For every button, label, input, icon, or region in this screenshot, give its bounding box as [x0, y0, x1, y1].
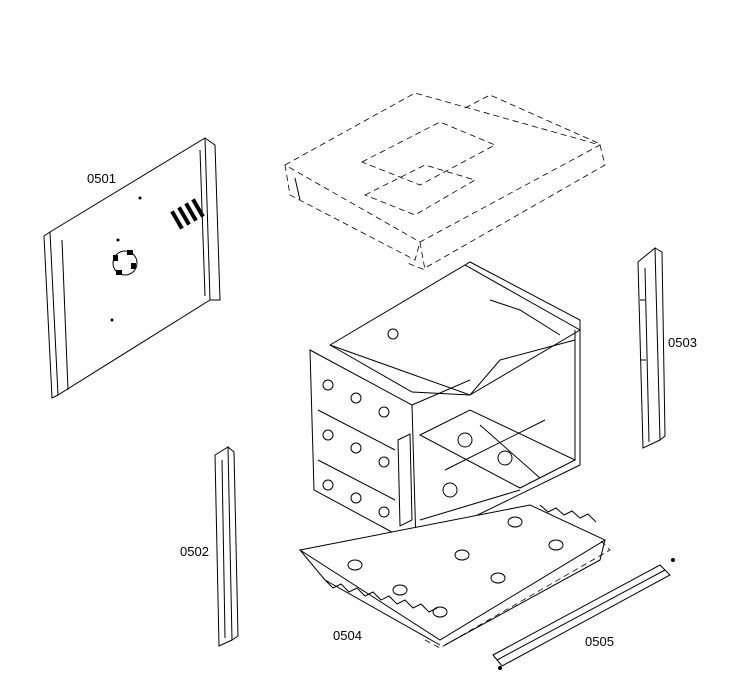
front-rivets — [322, 379, 390, 518]
front-strip-right-drawing — [637, 246, 666, 449]
tray-burner-cups — [347, 516, 564, 618]
label-0503: 0503 — [668, 335, 697, 350]
label-0501: 0501 — [87, 171, 116, 186]
label-0502: 0502 — [180, 544, 209, 559]
oven-frame — [309, 261, 581, 548]
front-trim-bar-drawing — [424, 539, 675, 670]
label-0505: 0505 — [585, 634, 614, 649]
label-0504: 0504 — [333, 628, 362, 643]
vent-slots — [170, 198, 205, 230]
top-cover-panel — [284, 92, 606, 271]
front-strip-left-drawing — [214, 446, 239, 647]
bottom-tray-drawing — [298, 504, 607, 646]
side-panel-left-drawing — [43, 137, 221, 399]
round-vent — [112, 250, 138, 276]
